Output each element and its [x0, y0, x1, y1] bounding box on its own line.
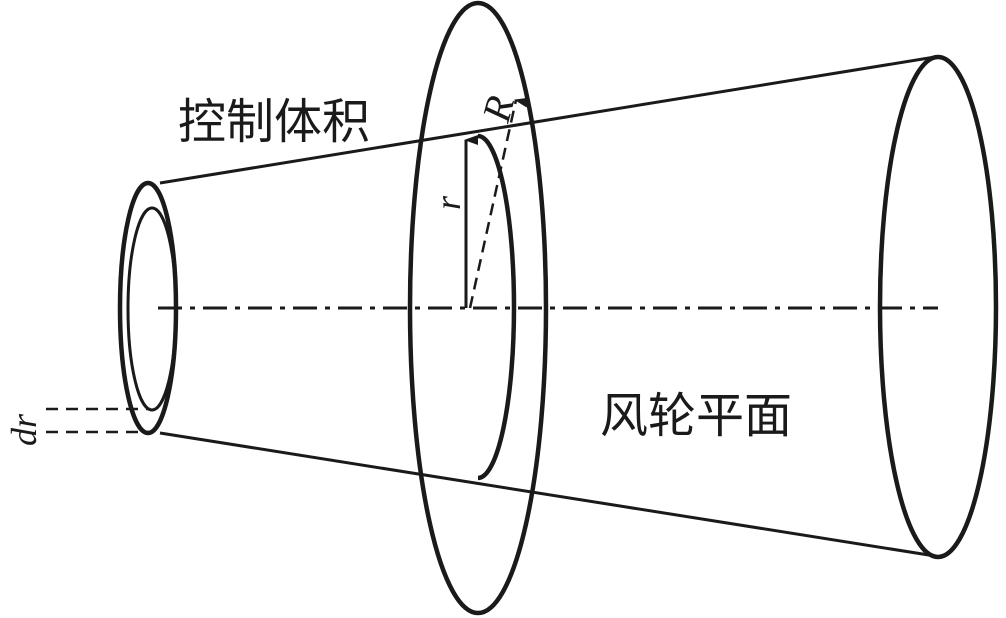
radius-r-label: r	[428, 195, 468, 210]
control-volume-label: 控制体积	[178, 94, 370, 150]
rotor-disk	[407, 0, 549, 616]
radius-R-label: R	[473, 91, 523, 127]
streamtube-top-edge	[159, 55, 936, 185]
dr-label: dr	[4, 413, 44, 446]
radius-R-arrow	[468, 97, 529, 309]
rotor-plane-label: 风轮平面	[600, 388, 792, 444]
rotor-annulus-arc	[477, 133, 517, 481]
streamtube-bottom-edge	[159, 431, 936, 558]
